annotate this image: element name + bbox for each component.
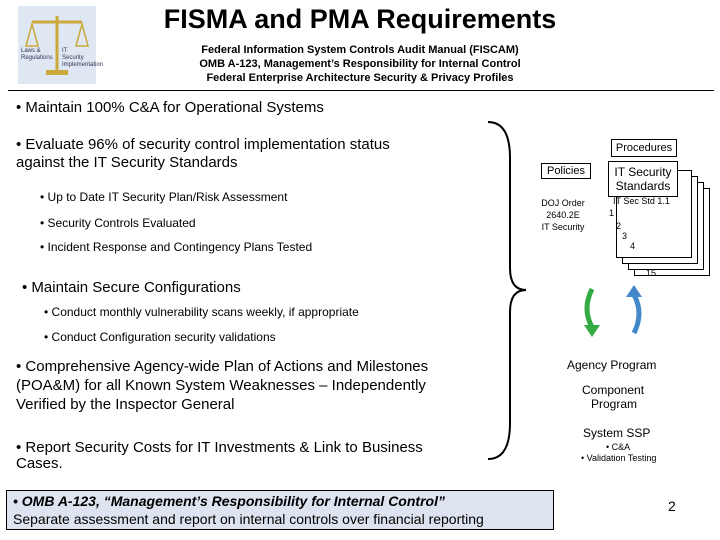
cycle-arrows-icon — [584, 285, 642, 337]
bullet-poam-line1: • Comprehensive Agency-wide Plan of Acti… — [16, 358, 429, 375]
it-sec-std-label: IT Sec Std 1.1 — [613, 196, 670, 206]
sub-bullet-vulnerability-scans: • Conduct monthly vulnerability scans we… — [44, 305, 359, 319]
footer-box: • OMB A-123, “Management’s Responsibilit… — [6, 490, 554, 530]
sub-bullet-incident-response: • Incident Response and Contingency Plan… — [40, 240, 313, 254]
scales-of-justice-icon — [25, 16, 89, 75]
header-line-fiscam: Federal Information System Controls Audi… — [201, 44, 519, 56]
sub-bullet-configuration-validations: • Conduct Configuration security validat… — [44, 330, 276, 344]
it-security-standards-box: IT Security Standards — [608, 161, 678, 197]
component-program-line1: Component — [582, 383, 645, 397]
footer-line1: • OMB A-123, “Management’s Responsibilit… — [13, 493, 445, 509]
bullet-security-costs-line1: • Report Security Costs for IT Investmen… — [16, 439, 423, 456]
policies-label: Policies — [541, 163, 591, 179]
page-number-4: 4 — [630, 241, 636, 251]
page-number-1: 1 — [609, 208, 615, 218]
ca-label: • C&A — [606, 442, 631, 452]
logo-left-text: Laws &Regulations — [21, 48, 53, 61]
curly-brace — [487, 121, 527, 460]
bullet-secure-configurations: • Maintain Secure Configurations — [22, 279, 241, 296]
header-rule — [8, 90, 714, 91]
bullet-poam-line3: Verified by the Inspector General — [16, 396, 235, 413]
page-number-3: 3 — [622, 231, 628, 241]
system-ssp-label: System SSP — [583, 426, 651, 440]
doj-order-label: DOJ Order 2640.2E IT Security — [541, 198, 585, 232]
bullet-security-costs-line2: Cases. — [16, 455, 63, 472]
footer-line2: Separate assessment and report on intern… — [13, 511, 484, 527]
page-title: FISMA and PMA Requirements — [163, 4, 557, 34]
page-number-2: 2 — [616, 221, 622, 231]
component-program-line2: Program — [591, 397, 638, 411]
bullet-evaluate-line1: • Evaluate 96% of security control imple… — [16, 136, 390, 153]
bullet-poam-line2: (POA&M) for all Known System Weaknesses … — [16, 377, 426, 394]
header-line-fea: Federal Enterprise Architecture Security… — [206, 72, 514, 84]
slide-number: 2 — [668, 498, 676, 514]
bullet-c-and-a: • Maintain 100% C&A for Operational Syst… — [16, 99, 324, 116]
validation-testing-label: • Validation Testing — [581, 453, 657, 463]
procedures-label: Procedures — [611, 139, 677, 157]
bullet-evaluate-line2: against the IT Security Standards — [16, 154, 238, 171]
sub-bullet-controls-evaluated: • Security Controls Evaluated — [40, 216, 196, 230]
page-number-15: 15 — [646, 268, 657, 278]
agency-program-label: Agency Program — [567, 358, 657, 372]
sub-bullet-security-plan: • Up to Date IT Security Plan/Risk Asses… — [40, 190, 288, 204]
header-line-omb: OMB A-123, Management’s Responsibility f… — [199, 58, 521, 70]
